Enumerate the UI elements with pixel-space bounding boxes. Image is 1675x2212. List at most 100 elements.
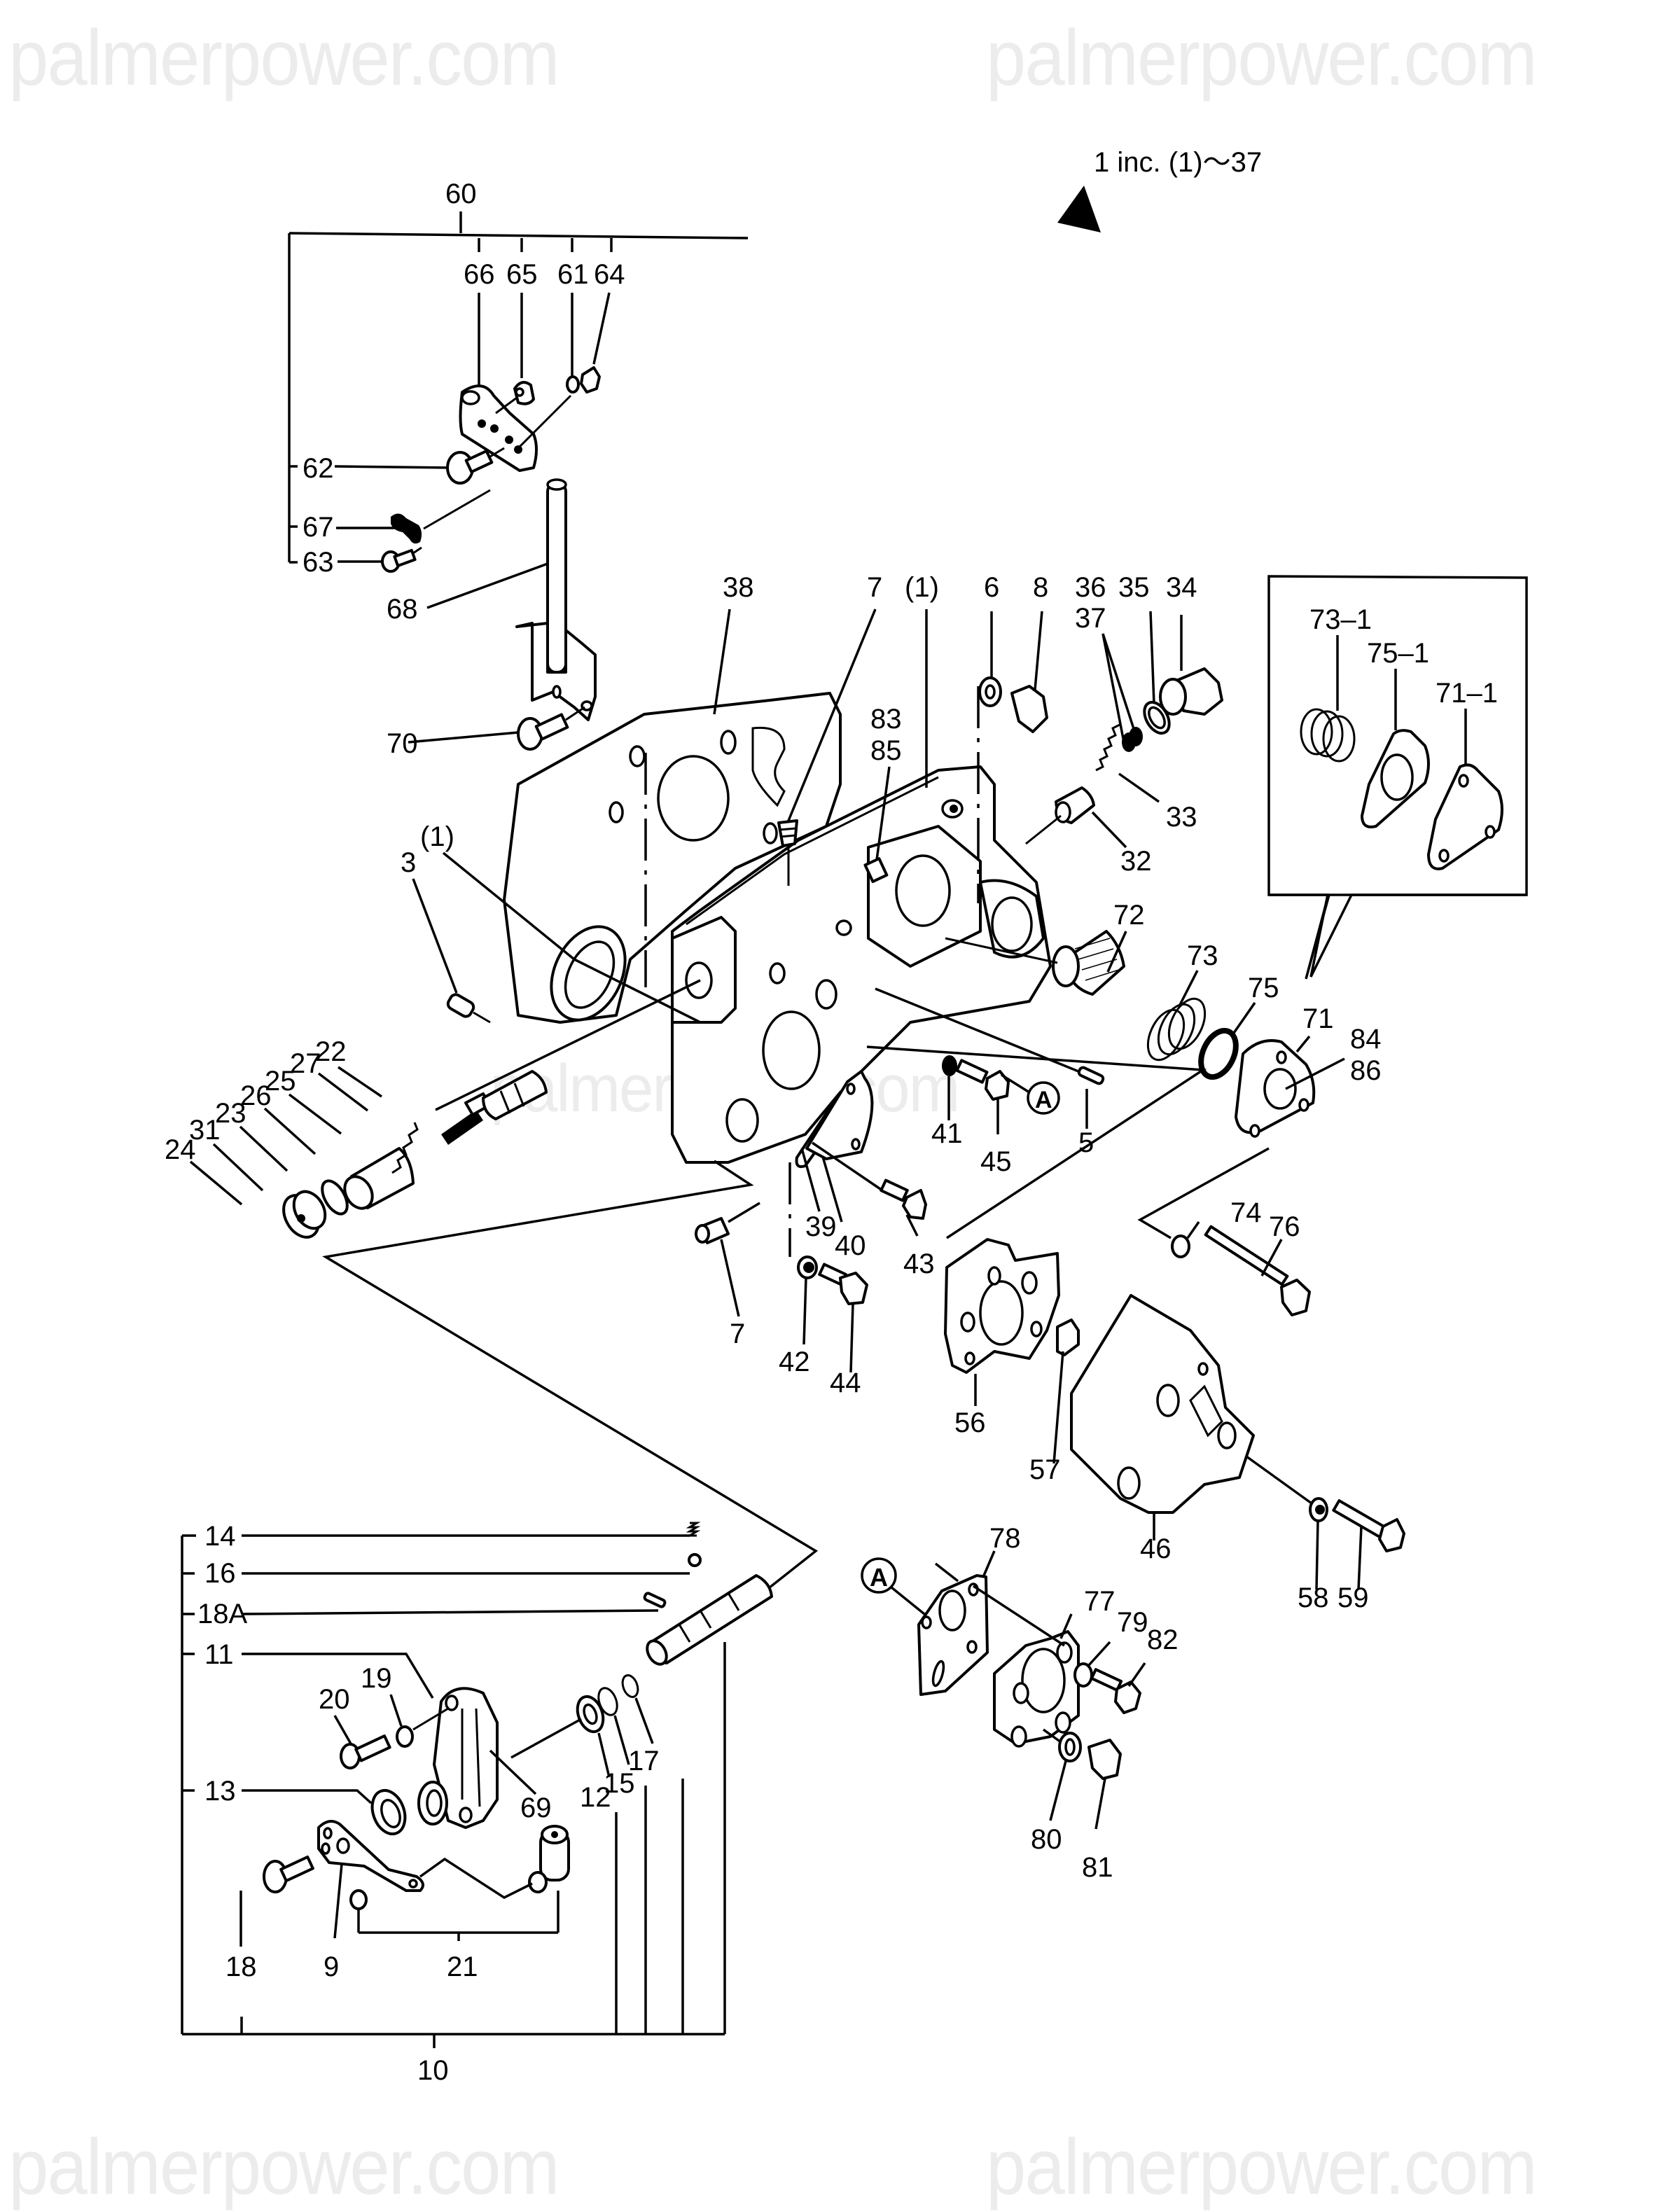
label-25: 25 — [265, 1066, 296, 1097]
bolt-82 — [1090, 1662, 1146, 1714]
label-44: 44 — [830, 1368, 861, 1398]
lever-to-spool-line — [510, 1718, 582, 1759]
inset-cover-71-1 — [1427, 709, 1503, 870]
group-60 — [288, 211, 749, 573]
label-84: 84 — [1350, 1024, 1382, 1055]
sleeve-23 — [239, 1125, 415, 1210]
bolt-70 — [408, 706, 585, 751]
label-27: 27 — [290, 1048, 321, 1079]
label-63: 63 — [303, 547, 334, 578]
inset-gasket-75-1 — [1361, 669, 1430, 828]
label-75-1: 75–1 — [1367, 638, 1429, 669]
fitting-21 — [349, 1825, 570, 1941]
label-14: 14 — [204, 1521, 236, 1552]
washer-35 — [1143, 611, 1171, 735]
label-75: 75 — [1248, 973, 1279, 1003]
spring-14 — [686, 1522, 701, 1537]
spring-26 — [263, 1107, 419, 1174]
plug-24 — [189, 1160, 327, 1239]
label-77: 77 — [1084, 1586, 1115, 1617]
label-16: 16 — [204, 1558, 236, 1589]
label-67: 67 — [303, 512, 334, 543]
clip-67 — [391, 513, 422, 544]
label-32: 32 — [1120, 846, 1152, 877]
label-19: 19 — [361, 1663, 392, 1694]
label-60: 60 — [445, 179, 477, 209]
label-18a: 18A — [197, 1599, 247, 1629]
spool-valve — [646, 1574, 773, 1666]
breather-7-top — [777, 608, 877, 886]
cover-77 — [973, 1585, 1080, 1748]
rod-plate-68 — [426, 478, 597, 721]
alignment-line-right — [866, 1045, 1207, 1239]
header-note: 1 inc. (1)〜37 — [1057, 147, 1262, 232]
label-13: 13 — [204, 1776, 236, 1807]
label-80: 80 — [1031, 1824, 1062, 1855]
label-34: 34 — [1166, 572, 1197, 603]
bearing-13 — [370, 1781, 448, 1835]
label-1-left: (1) — [420, 821, 454, 852]
label-73-1: 73–1 — [1309, 604, 1372, 635]
washer-6 — [978, 611, 1002, 707]
label-17: 17 — [628, 1746, 660, 1776]
leader-69 — [489, 1749, 537, 1795]
spool-22 — [338, 1066, 548, 1120]
label-1-top: (1) — [905, 572, 939, 603]
valve-stack-left — [189, 979, 701, 1239]
label-11: 11 — [204, 1639, 234, 1670]
block-57 — [1052, 1319, 1080, 1464]
label-36: 36 — [1075, 572, 1106, 603]
bolt-76 — [1204, 1225, 1311, 1316]
breather-7-bottom — [695, 1202, 760, 1317]
bolt-18 — [239, 1855, 314, 1947]
group-10 — [181, 1534, 726, 2048]
pin-27 — [317, 1072, 492, 1116]
cover-71 — [1235, 1035, 1345, 1138]
label-65: 65 — [506, 259, 538, 290]
strainer-72 — [945, 930, 1127, 996]
washer-19 — [389, 1694, 449, 1748]
callout-labels: 60 66 65 61 64 62 67 63 68 70 38 7 (1) 6… — [165, 179, 1498, 2086]
label-3: 3 — [401, 847, 416, 878]
label-76: 76 — [1269, 1211, 1300, 1242]
gasket-78 — [917, 1550, 996, 1696]
pin-5 — [875, 987, 1105, 1129]
label-64: 64 — [594, 259, 625, 290]
label-40: 40 — [835, 1230, 866, 1261]
ring-15 — [597, 1687, 630, 1765]
label-79: 79 — [1117, 1607, 1148, 1638]
plug-81 — [1087, 1739, 1122, 1830]
housing-1 — [671, 609, 1052, 1164]
label-83: 83 — [870, 704, 902, 735]
plug-34 — [1159, 615, 1223, 716]
inset-box — [1267, 575, 1528, 980]
label-86: 86 — [1350, 1055, 1382, 1086]
oring-31 — [212, 1143, 349, 1216]
reference-marker-a-bottom: A — [861, 1557, 926, 1615]
nut-64 — [580, 366, 601, 394]
label-46: 46 — [1140, 1533, 1172, 1564]
label-6: 6 — [984, 572, 999, 603]
ball-16 — [688, 1553, 702, 1567]
oring-17 — [621, 1674, 654, 1744]
washer-80 — [1042, 1728, 1082, 1821]
label-70: 70 — [387, 728, 418, 759]
watermark-top-right: palmerpower.com — [986, 14, 1537, 102]
shims-36-37 — [1101, 633, 1143, 752]
inset-spring-73-1 — [1300, 635, 1356, 763]
label-74: 74 — [1230, 1197, 1262, 1228]
bolt-62 — [446, 447, 505, 485]
label-78: 78 — [989, 1523, 1021, 1554]
label-69: 69 — [520, 1793, 552, 1823]
label-58: 58 — [1298, 1583, 1329, 1613]
label-20: 20 — [319, 1684, 350, 1715]
header-note-text: 1 inc. (1)〜37 — [1094, 147, 1262, 178]
spring-33 — [1095, 723, 1160, 803]
label-12: 12 — [580, 1782, 611, 1813]
label-61: 61 — [557, 259, 589, 290]
watermark-bottom-left: palmerpower.com — [8, 2123, 560, 2211]
label-57: 57 — [1029, 1454, 1061, 1485]
label-15: 15 — [604, 1768, 635, 1799]
label-56: 56 — [954, 1407, 986, 1438]
svg-text:A: A — [1035, 1087, 1052, 1113]
